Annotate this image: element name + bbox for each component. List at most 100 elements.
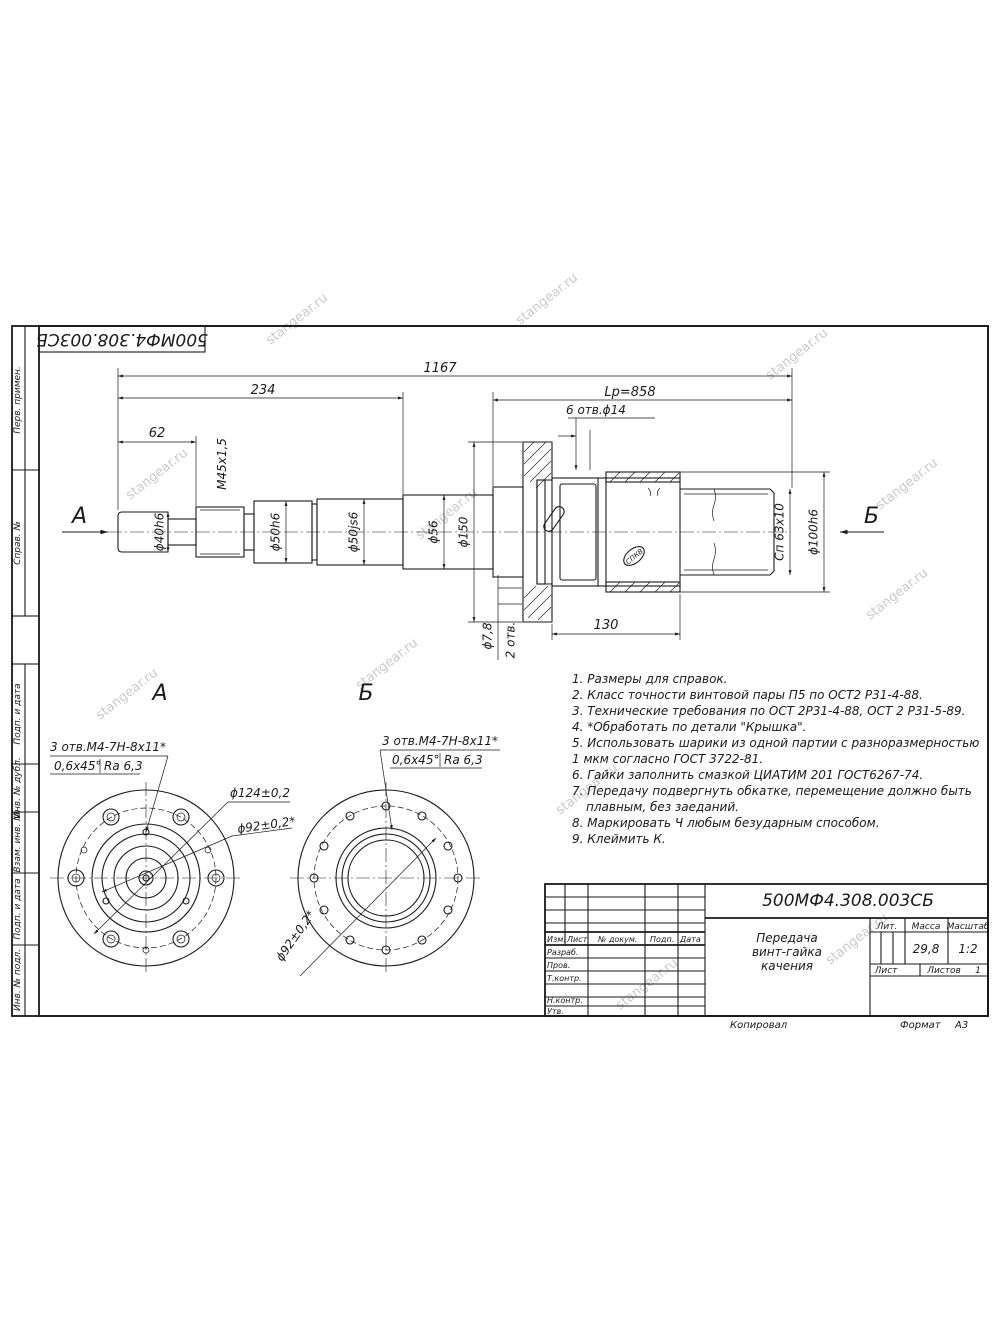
row-nkontr: Н.контр.	[547, 996, 583, 1005]
note-line: 8. Маркировать Ч любым безударным способ…	[572, 816, 880, 830]
watermark: stangear.ru	[413, 486, 481, 543]
sheets-count: 1	[975, 966, 981, 976]
view-a-note-chamfer: 0,6x45°	[54, 759, 101, 773]
copied-label: Копировал	[730, 1020, 788, 1031]
view-b: Б 3 отв.M4-7H-8x11* 0,6x45° Ra 6,3	[273, 681, 500, 977]
dimension-lp: Lp=858	[492, 385, 792, 486]
header-mass: Масса	[912, 922, 941, 932]
sheet-label: Лист	[874, 966, 899, 976]
watermark: stangear.ru	[263, 291, 331, 348]
main-view: СПКВ 1167 234 62 Lp=858	[62, 361, 884, 660]
sheets-label: Листов	[926, 966, 961, 976]
format-label: Формат	[900, 1020, 942, 1031]
note-line: 6. Гайки заполнить смазкой ЦИАТИМ 201 ГО…	[572, 768, 923, 782]
header-scale: Масштаб	[947, 922, 990, 932]
watermark: stangear.ru	[93, 666, 161, 723]
dim-d150: ϕ150	[457, 516, 471, 547]
dimension-d50js6: ϕ50js6	[347, 499, 366, 565]
rotated-code-box: 500МФ4.308.003СБ	[36, 325, 208, 353]
nut-marking-oval	[623, 546, 645, 566]
dim-d40: ϕ40h6	[153, 512, 167, 551]
view-b-note-ra: Ra 6,3	[444, 753, 483, 767]
dimension-62: 62	[118, 426, 197, 506]
arrow-label-a: А	[70, 504, 87, 529]
dim-sp: Сп 63x10	[773, 503, 787, 561]
view-a-small-holes	[80, 828, 212, 954]
dim-holes: 6 отв.ϕ14	[566, 403, 626, 417]
arrow-label-b: Б	[864, 504, 879, 529]
dimension-sp: Сп 63x10	[773, 489, 792, 575]
note-line: 7. Передачу подвергнуть обкатке, перемещ…	[572, 784, 972, 798]
side-stamp: Перв. примен. Справ. № Подп. и дата Инв.…	[11, 325, 40, 1017]
dim-2otv: 2 отв.	[504, 622, 518, 659]
col-izm: Изм.	[547, 935, 566, 944]
drawing-code-rotated: 500МФ4.308.003СБ	[36, 329, 208, 349]
dim-d100: ϕ100h6	[807, 509, 821, 555]
view-a-dim-124: ϕ124±0,2	[230, 786, 290, 800]
inner-frame	[38, 325, 989, 1017]
view-arrow-a: А	[62, 504, 108, 535]
note-line: 1 мкм согласно ГОСТ 3722-81.	[572, 752, 763, 766]
dimension-1167: 1167	[117, 361, 793, 510]
title-line-3: качения	[761, 959, 813, 973]
stamp-podp-data-1: Подп. и дата	[13, 683, 23, 744]
dim-total: 1167	[423, 361, 457, 376]
dim-62: 62	[149, 426, 166, 441]
dimension-thread: M45x1,5	[215, 438, 245, 557]
watermark: stangear.ru	[863, 566, 931, 623]
note-line: 4. *Обработать по детали "Крышка".	[572, 720, 806, 734]
row-tkontr: Т.контр.	[547, 974, 582, 983]
row-razrab: Разраб.	[547, 948, 578, 957]
dim-thread: M45x1,5	[215, 438, 229, 490]
scale-value: 1:2	[958, 942, 977, 956]
title-line-1: Передача	[756, 931, 818, 945]
col-sign: Подп.	[650, 935, 674, 944]
view-a-label: А	[150, 681, 167, 706]
dimension-d40: ϕ40h6	[153, 512, 170, 552]
view-a-note-ra: Ra 6,3	[104, 759, 143, 773]
col-doc: № докум.	[597, 935, 637, 944]
col-list: Лист	[566, 935, 588, 944]
title-drawing-code: 500МФ4.308.003СБ	[762, 891, 934, 911]
view-b-note-holes: 3 отв.M4-7H-8x11*	[382, 734, 498, 748]
dim-d56: ϕ56	[427, 520, 441, 544]
stamp-podp-data-2: Подп. и дата	[13, 878, 23, 939]
dim-d50h6: ϕ50h6	[269, 512, 283, 551]
row-prov: Пров.	[547, 961, 570, 970]
dimension-234: 234	[118, 383, 404, 494]
watermark: stangear.ru	[873, 456, 941, 513]
stamp-perv-primen: Перв. примен.	[13, 366, 23, 434]
dimension-d50h6: ϕ50h6	[269, 501, 288, 563]
view-a: А 3 отв.M4-7H-8x11*	[50, 681, 296, 974]
technical-notes: 1. Размеры для справок.2. Класс точности…	[572, 672, 979, 846]
dimension-holes: 6 отв.ϕ14	[558, 403, 655, 470]
nut-slot	[543, 506, 565, 532]
dimension-d56: ϕ56	[427, 495, 446, 569]
note-line: плавным, без заеданий.	[586, 800, 739, 814]
view-arrow-b: Б	[840, 504, 884, 535]
dimension-d100: ϕ100h6	[680, 471, 830, 593]
dimension-130: 130	[551, 594, 681, 640]
view-a-dim-92: ϕ92±0,2*	[236, 814, 296, 836]
format-value: А3	[954, 1020, 968, 1031]
stamp-vzam-inv: Взам. инв. №	[13, 811, 23, 872]
dim-d78: ϕ7,8	[481, 622, 495, 649]
dim-234: 234	[251, 383, 276, 398]
watermark: stangear.ru	[763, 326, 831, 383]
flange-hatch-bottom	[523, 585, 552, 621]
nut-hatch	[609, 471, 680, 593]
note-line: 5. Использовать шарики из одной партии с…	[572, 736, 979, 750]
view-b-note-chamfer: 0,6x45°	[392, 753, 439, 767]
header-lit: Лит.	[876, 922, 898, 932]
title-line-2: винт-гайка	[752, 945, 822, 959]
dimension-d78: ϕ7,8 2 отв.	[481, 575, 522, 660]
row-utv: Утв.	[547, 1007, 564, 1016]
note-line: 1. Размеры для справок.	[572, 672, 727, 686]
col-date: Дата	[679, 935, 701, 944]
stamp-inv-dubl: Инв. № дубл.	[13, 757, 23, 819]
view-b-label: Б	[358, 681, 373, 706]
title-block: 500МФ4.308.003СБ Передача винт-гайка кач…	[544, 883, 990, 1017]
stamp-inv-podl: Инв. № подл.	[13, 949, 23, 1011]
mass-value: 29,8	[913, 942, 940, 956]
